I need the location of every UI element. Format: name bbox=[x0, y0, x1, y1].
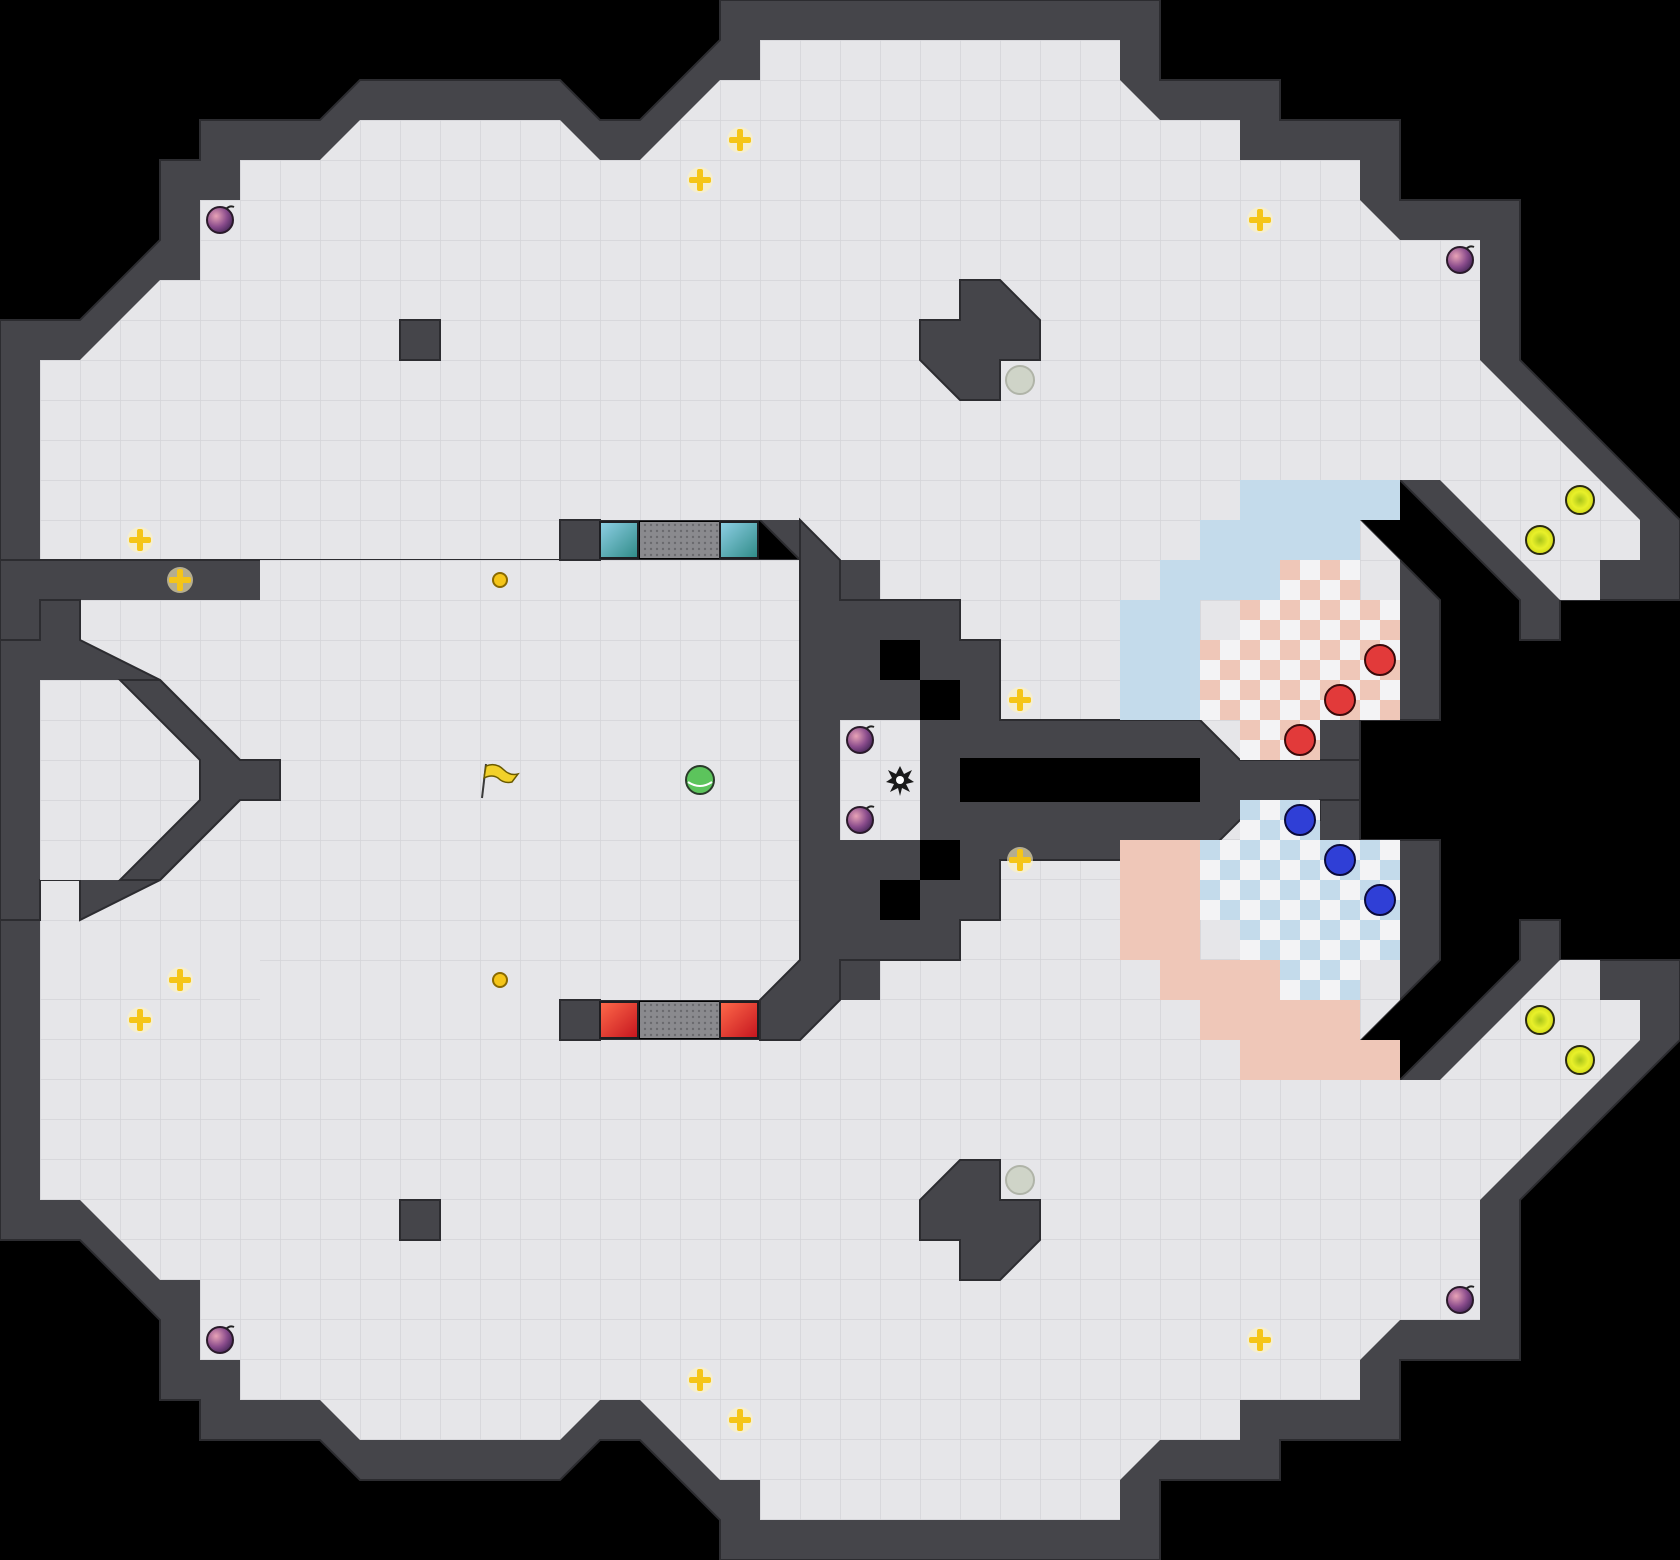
powerup-icon bbox=[167, 967, 193, 993]
red-zone-lower bbox=[1120, 840, 1400, 1080]
boost-icon bbox=[1565, 485, 1595, 515]
red-gate bbox=[559, 999, 759, 1041]
red-ball bbox=[1284, 724, 1316, 756]
powerup-icon bbox=[127, 1007, 153, 1033]
blue-ball bbox=[1364, 884, 1396, 916]
bomb-icon bbox=[206, 205, 235, 234]
green-ball-icon bbox=[685, 765, 715, 795]
void-block-2 bbox=[920, 680, 960, 720]
powerup-icon bbox=[727, 1407, 753, 1433]
powerup-icon bbox=[1007, 847, 1033, 873]
powerup-icon bbox=[687, 167, 713, 193]
powerup-icon bbox=[687, 1367, 713, 1393]
spike-icon bbox=[886, 766, 914, 796]
bomb-icon bbox=[1446, 1285, 1475, 1314]
powerup-icon bbox=[1007, 687, 1033, 713]
red-ball bbox=[1324, 684, 1356, 716]
void-block-4 bbox=[880, 880, 920, 920]
bomb-icon bbox=[846, 805, 875, 834]
bomb-icon bbox=[1446, 245, 1475, 274]
floor-center bbox=[260, 560, 840, 1000]
left-spike-inner bbox=[117, 679, 281, 881]
blue-ball bbox=[1324, 844, 1356, 876]
powerup-icon bbox=[1247, 1327, 1273, 1353]
void-block-1 bbox=[880, 640, 920, 680]
bomb-icon bbox=[846, 725, 875, 754]
octagon-top bbox=[919, 279, 1041, 401]
yellow-flag-icon bbox=[481, 763, 520, 799]
gray-button-top bbox=[1005, 365, 1035, 395]
red-ball bbox=[1364, 644, 1396, 676]
powerup-icon bbox=[167, 567, 193, 593]
corridor-void bbox=[960, 758, 1200, 802]
boost-icon bbox=[1525, 525, 1555, 555]
blue-ball bbox=[1284, 804, 1316, 836]
powerup-icon bbox=[127, 527, 153, 553]
yellow-dot-bottom bbox=[492, 972, 508, 988]
blue-zone-upper bbox=[1120, 480, 1400, 720]
boost-icon bbox=[1565, 1045, 1595, 1075]
teal-gate bbox=[559, 519, 759, 561]
yellow-dot-top bbox=[492, 572, 508, 588]
gray-button-bottom bbox=[1005, 1165, 1035, 1195]
pillar-bottom-left bbox=[399, 1199, 441, 1241]
pillar-top-left bbox=[399, 319, 441, 361]
octagon-bottom bbox=[919, 1159, 1041, 1281]
bomb-icon bbox=[206, 1325, 235, 1354]
void-block-3 bbox=[920, 840, 960, 880]
powerup-icon bbox=[727, 127, 753, 153]
boost-icon bbox=[1525, 1005, 1555, 1035]
powerup-icon bbox=[1247, 207, 1273, 233]
